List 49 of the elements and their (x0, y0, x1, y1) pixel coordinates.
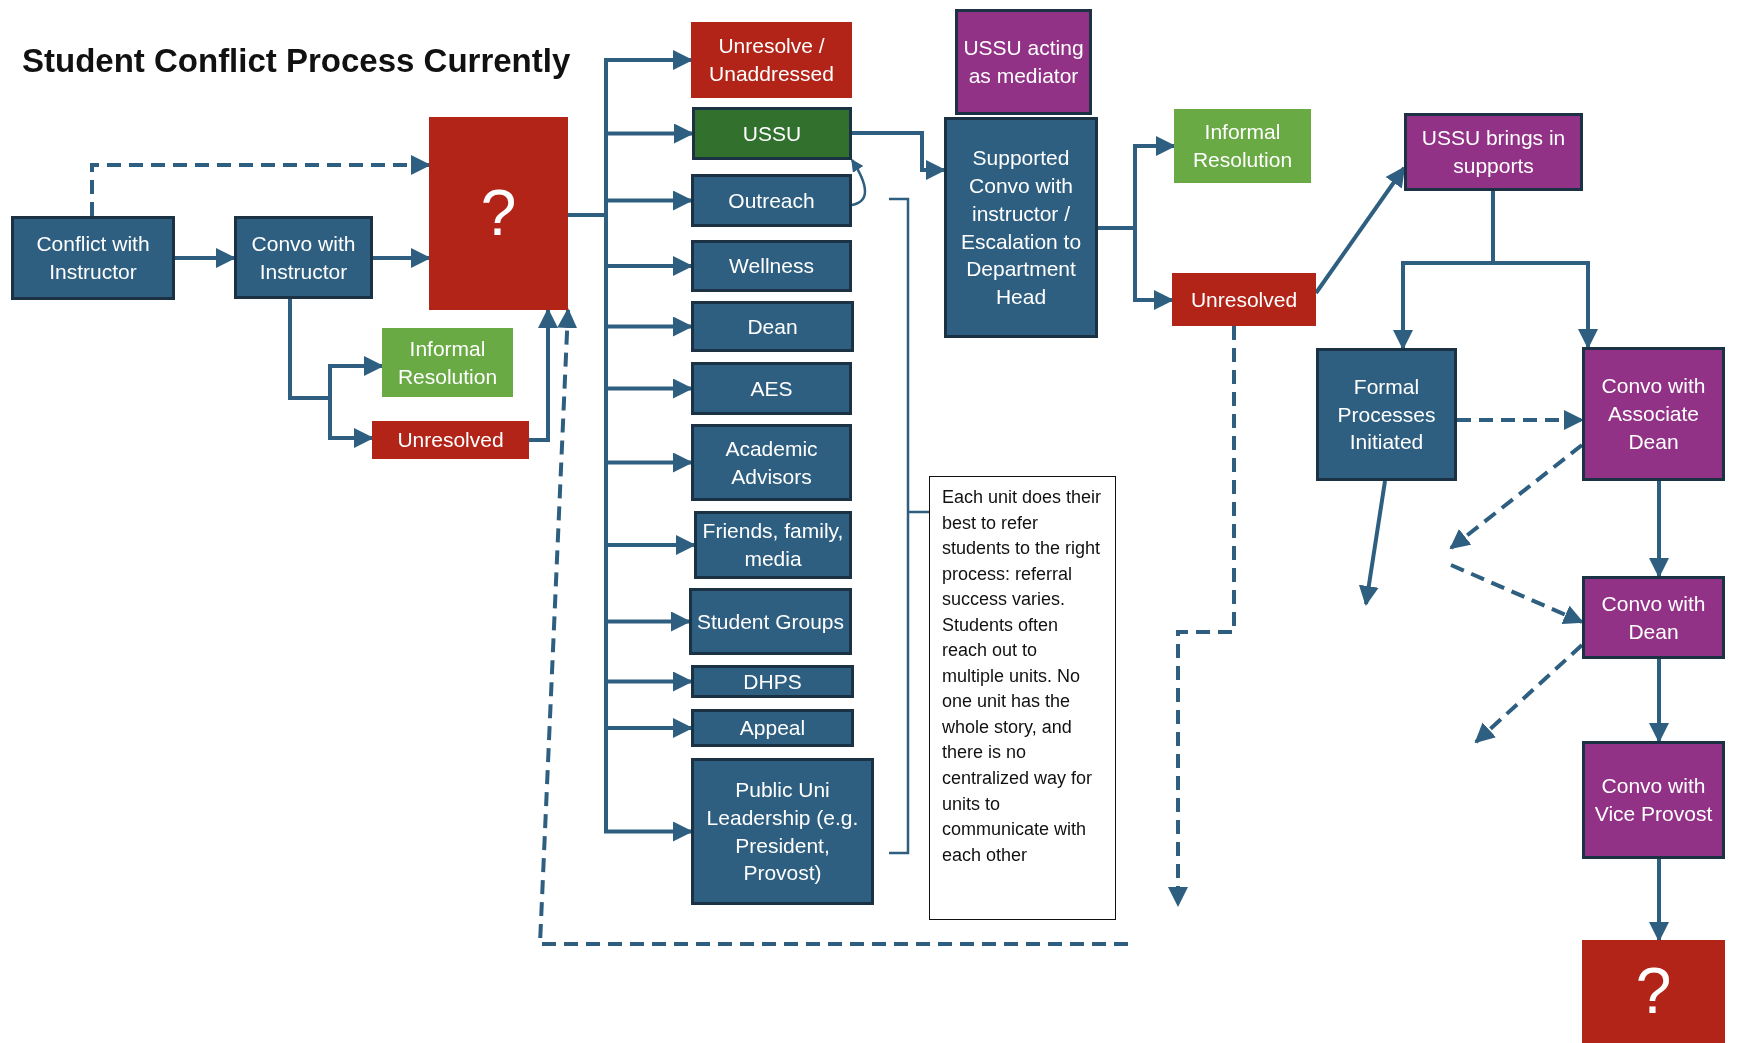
arrow (1314, 166, 1406, 295)
resolution-box: Informal Resolution (382, 328, 513, 397)
dashed-arrow (1168, 326, 1236, 907)
arrow (373, 248, 431, 268)
arrow (1098, 226, 1174, 310)
process-box: Convo with Vice Provost (1582, 741, 1725, 859)
dashed-arrow (537, 308, 1128, 946)
process-box: Friends, family, media (694, 511, 852, 579)
question-box: ? (429, 117, 568, 310)
process-box: Appeal (691, 709, 854, 747)
process-box: Conflict with Instructor (11, 216, 175, 300)
process-box: Student Groups (689, 588, 852, 655)
arrow (1649, 481, 1669, 578)
process-box: Supported Convo with instructor / Escalation to Department Head (944, 117, 1098, 338)
outcome-box: Unresolve / Unaddressed (691, 22, 852, 98)
process-box: Academic Advisors (691, 424, 852, 501)
process-box: Outreach (691, 174, 852, 227)
dashed-arrow (1449, 443, 1584, 550)
arrow (1649, 659, 1669, 743)
process-box: Convo with Associate Dean (1582, 347, 1725, 481)
process-box: Dean (691, 301, 854, 352)
process-box: Formal Processes Initiated (1316, 348, 1457, 481)
process-box: USSU brings in supports (1404, 113, 1583, 191)
process-box: Convo with Dean (1582, 576, 1725, 659)
process-box: DHPS (691, 665, 854, 698)
process-box: USSU acting as mediator (955, 9, 1092, 115)
process-box: AES (691, 362, 852, 415)
arrow (852, 131, 946, 180)
arrow (1491, 191, 1598, 349)
question-box: ? (1582, 940, 1725, 1043)
dashed-arrow (1474, 643, 1584, 744)
arrow (1649, 859, 1669, 942)
arrow (1358, 480, 1387, 606)
dashed-arrow (90, 155, 431, 216)
resolution-box: Informal Resolution (1174, 109, 1311, 183)
arrow (288, 299, 374, 448)
arrow (850, 158, 867, 207)
process-box: Wellness (691, 240, 852, 292)
process-box: Convo with Instructor (234, 216, 373, 299)
process-box: USSU (692, 107, 852, 160)
dashed-arrow (1457, 410, 1584, 430)
arrow (529, 308, 558, 442)
arrow (175, 248, 236, 268)
outcome-box: Unresolved (372, 421, 529, 459)
note-box: Each unit does their best to refer students to the right process: referral success varies. Students often reach out to multiple units. No one unit has the whole story, and there is no centralized way for units to communicate with each other (929, 476, 1116, 920)
outcome-box: Unresolved (1172, 273, 1316, 326)
diagram-title: Student Conflict Process Currently (22, 42, 571, 80)
process-box: Public Uni Leadership (e.g. President, Provost) (691, 758, 874, 905)
dashed-arrow (1450, 563, 1584, 624)
